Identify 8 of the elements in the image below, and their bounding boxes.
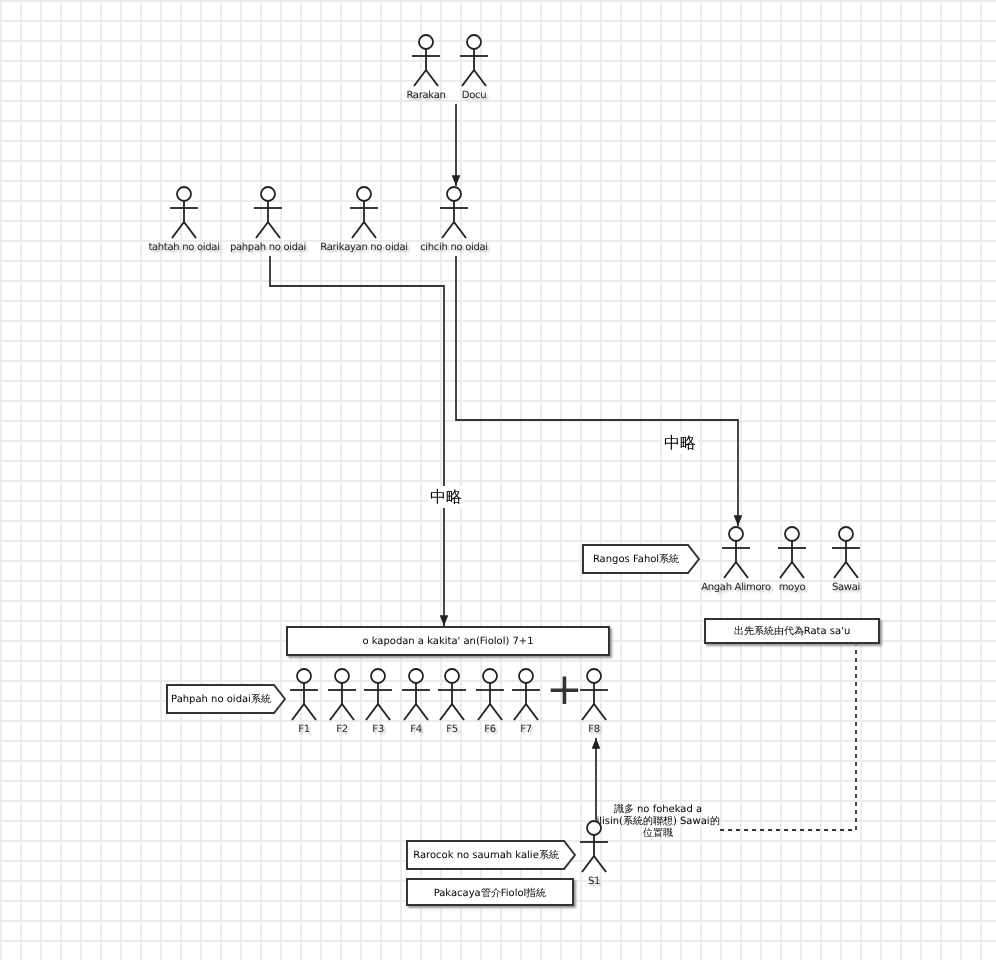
edge-label: 中略 bbox=[428, 486, 464, 508]
arrow bbox=[591, 737, 601, 821]
arrow bbox=[451, 103, 461, 187]
arrow bbox=[269, 255, 449, 627]
connector-line bbox=[719, 643, 857, 831]
edge-label: 中略 bbox=[662, 432, 698, 454]
arrow bbox=[455, 255, 743, 527]
plus-sign: + bbox=[546, 668, 583, 716]
